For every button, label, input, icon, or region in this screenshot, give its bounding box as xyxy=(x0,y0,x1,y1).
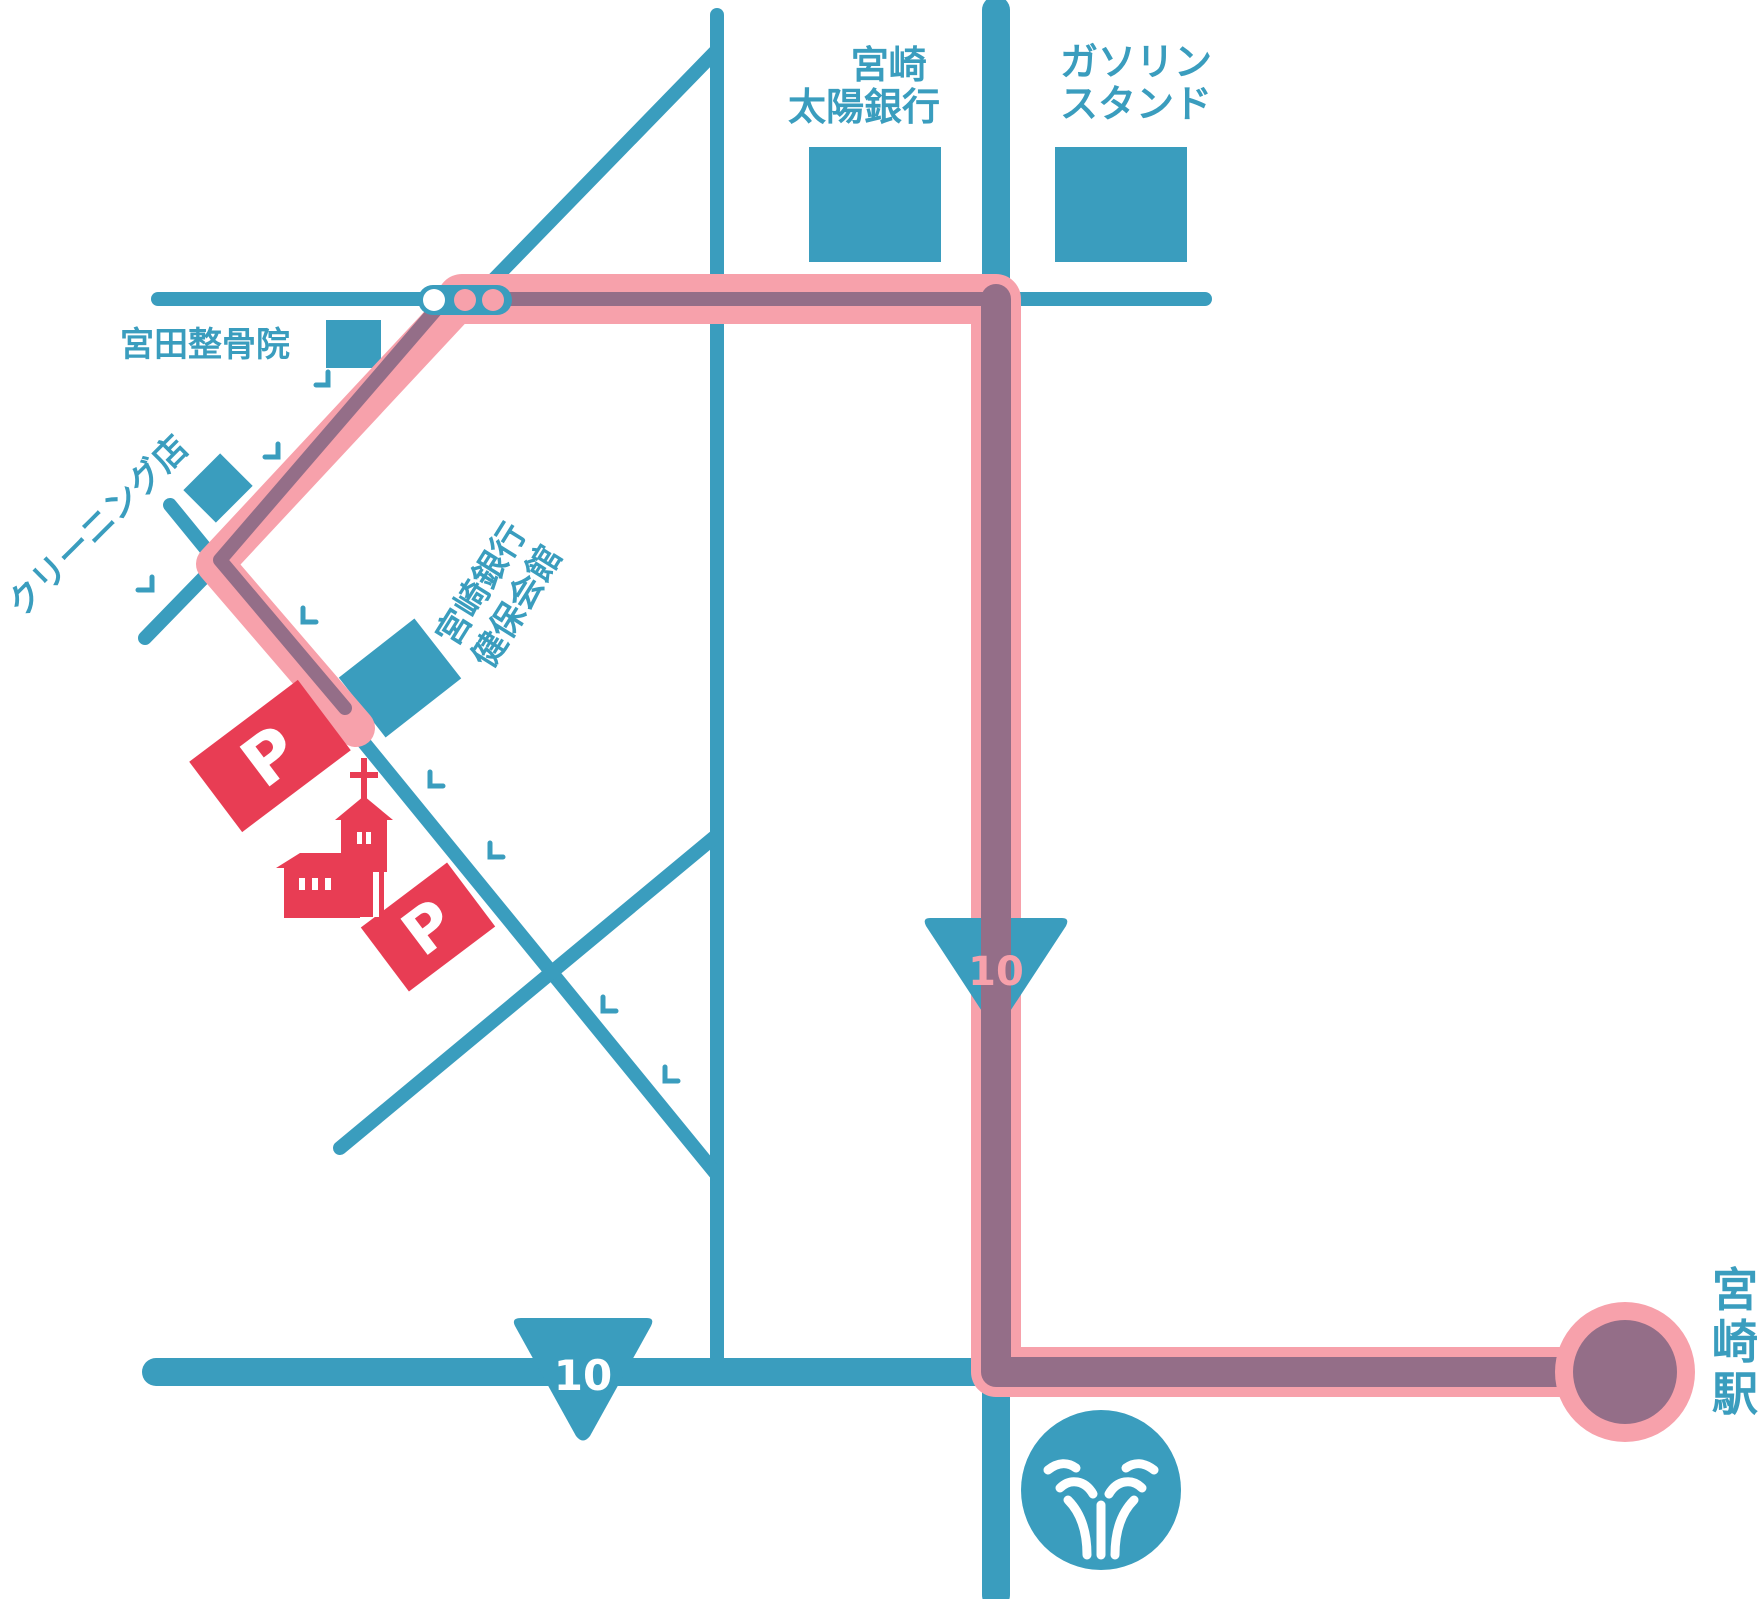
station-marker-icon[interactable] xyxy=(1555,1302,1695,1442)
oneway-mark xyxy=(135,574,155,593)
oneway-mark xyxy=(487,840,506,860)
oneway-mark xyxy=(427,769,446,789)
cleaning-shop-label: クリーニング店 xyxy=(0,428,197,625)
guide-route xyxy=(196,274,1650,1397)
taiyo-bank-building[interactable] xyxy=(809,147,941,262)
bone-clinic-building[interactable] xyxy=(326,320,381,368)
gas-station-label: ガソリン スタンド xyxy=(1060,40,1225,126)
church-icon[interactable] xyxy=(276,758,393,918)
kenpo-kaikan-building[interactable] xyxy=(338,618,462,738)
landmarks xyxy=(183,147,1187,738)
traffic-light-icon xyxy=(418,285,512,315)
gas-station-label-line1: ガソリン xyxy=(1060,40,1212,84)
taiyo-bank-label-line2: 太陽銀行 xyxy=(788,85,940,129)
oneway-mark xyxy=(313,369,331,388)
parking-icon xyxy=(360,862,496,992)
kenpo-kaikan-label: 宮崎銀行 健保会館 xyxy=(429,516,571,675)
route-line-diagonal xyxy=(213,292,452,715)
gas-station-building[interactable] xyxy=(1055,147,1187,262)
oneway-mark xyxy=(662,1064,681,1084)
oneway-mark xyxy=(300,605,319,625)
one-way-marks xyxy=(135,369,681,1084)
road-diagonal-bottom-left xyxy=(333,828,724,1155)
route-band xyxy=(437,274,1650,1397)
gas-station-label-line2: スタンド xyxy=(1060,82,1212,126)
bone-clinic-label: 宮田整骨院 xyxy=(120,325,290,365)
route-line xyxy=(981,284,1640,1387)
oneway-mark xyxy=(262,441,281,460)
station-label-char3: 駅 xyxy=(1712,1367,1758,1421)
cleaning-shop-building[interactable] xyxy=(183,453,253,523)
station-label-char2: 崎 xyxy=(1712,1315,1758,1369)
parking-lot-1[interactable]: P xyxy=(189,679,351,833)
taiyo-bank-label-line1: 宮崎 xyxy=(851,43,927,87)
city-emblem-icon xyxy=(1021,1410,1181,1570)
station-label-char1: 宮 xyxy=(1712,1263,1758,1317)
station-label: 宮 崎 駅 xyxy=(1712,1263,1758,1421)
route-shield-vertical: 10 xyxy=(924,918,1068,1030)
taiyo-bank-label: 宮崎 太陽銀行 xyxy=(788,43,940,129)
oneway-mark xyxy=(600,994,619,1014)
route-number-horizontal: 10 xyxy=(554,1351,612,1400)
parking-icon xyxy=(189,679,351,833)
route-number-vertical: 10 xyxy=(968,949,1024,995)
route-shield-horizontal: 10 xyxy=(513,1318,653,1441)
parking-lot-2[interactable]: P xyxy=(360,862,496,992)
